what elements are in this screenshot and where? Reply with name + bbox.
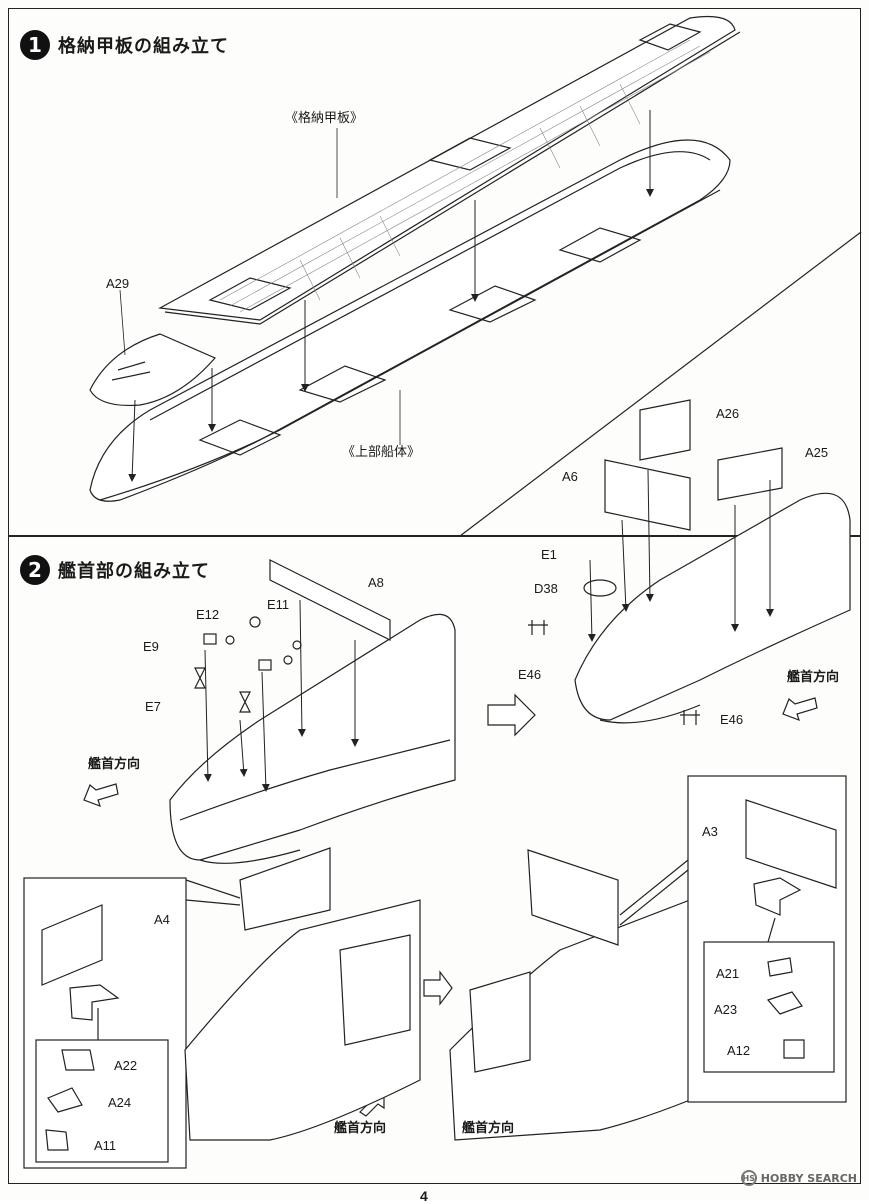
upper-hull-drawing: [89, 139, 731, 502]
label-a12: A12: [727, 1043, 751, 1058]
label-e46-left: E46: [518, 667, 542, 682]
step2-header: 2 艦首部の組み立て: [20, 555, 210, 585]
step2-number: 2: [20, 555, 50, 585]
hobby-search-watermark: HS HOBBY SEARCH: [740, 1170, 857, 1186]
label-e7: E7: [145, 699, 161, 714]
label-bow-direction-bottom-right: 艦首方向: [462, 1121, 515, 1136]
label-a22: A22: [114, 1058, 138, 1073]
label-a23: A23: [714, 1002, 738, 1017]
label-e9: E9: [143, 639, 159, 654]
step-arrow-bottom: [423, 970, 453, 1006]
step-arrow-middle: [487, 693, 536, 737]
label-a4: A4: [154, 912, 170, 927]
label-a21: A21: [716, 966, 740, 981]
hobby-search-logo-icon: HS: [740, 1170, 757, 1186]
step1-header: 1 格納甲板の組み立て: [20, 30, 229, 60]
label-upper-hull: 《上部船体》: [342, 445, 421, 460]
label-hangar-deck: 《格納甲板》: [285, 111, 364, 126]
label-a6: A6: [562, 469, 578, 484]
bow-direction-arrow-right: [782, 697, 818, 722]
label-a29: A29: [106, 276, 130, 291]
a29-part-drawing: [89, 289, 216, 407]
bow-direction-arrow-left: [83, 783, 119, 808]
label-bow-direction-left: 艦首方向: [88, 757, 141, 772]
page-number: 4: [420, 1188, 428, 1204]
bow-assembly-left-drawing: [169, 559, 456, 864]
label-a26: A26: [716, 406, 740, 421]
hangar-deck-drawing: [158, 15, 741, 325]
step1-frame: [8, 8, 861, 536]
label-bow-direction-bottom-left: 艦首方向: [334, 1121, 387, 1136]
label-a25: A25: [805, 445, 829, 460]
label-a3: A3: [702, 824, 718, 839]
label-e46-right: E46: [720, 712, 744, 727]
label-a11: A11: [94, 1138, 117, 1153]
step2-title: 艦首部の組み立て: [58, 561, 210, 582]
label-d38: D38: [534, 581, 558, 596]
step1-title: 格納甲板の組み立て: [58, 36, 229, 57]
watermark-text: HOBBY SEARCH: [760, 1171, 857, 1185]
step2-frame: [8, 536, 861, 1184]
label-e11: E11: [267, 597, 290, 612]
label-e1: E1: [541, 547, 557, 562]
step1-number: 1: [20, 30, 50, 60]
label-a24: A24: [108, 1095, 132, 1110]
label-a8: A8: [368, 575, 384, 590]
step1-divider: [459, 231, 862, 537]
label-bow-direction-right: 艦首方向: [787, 670, 840, 685]
label-e12: E12: [196, 607, 220, 622]
